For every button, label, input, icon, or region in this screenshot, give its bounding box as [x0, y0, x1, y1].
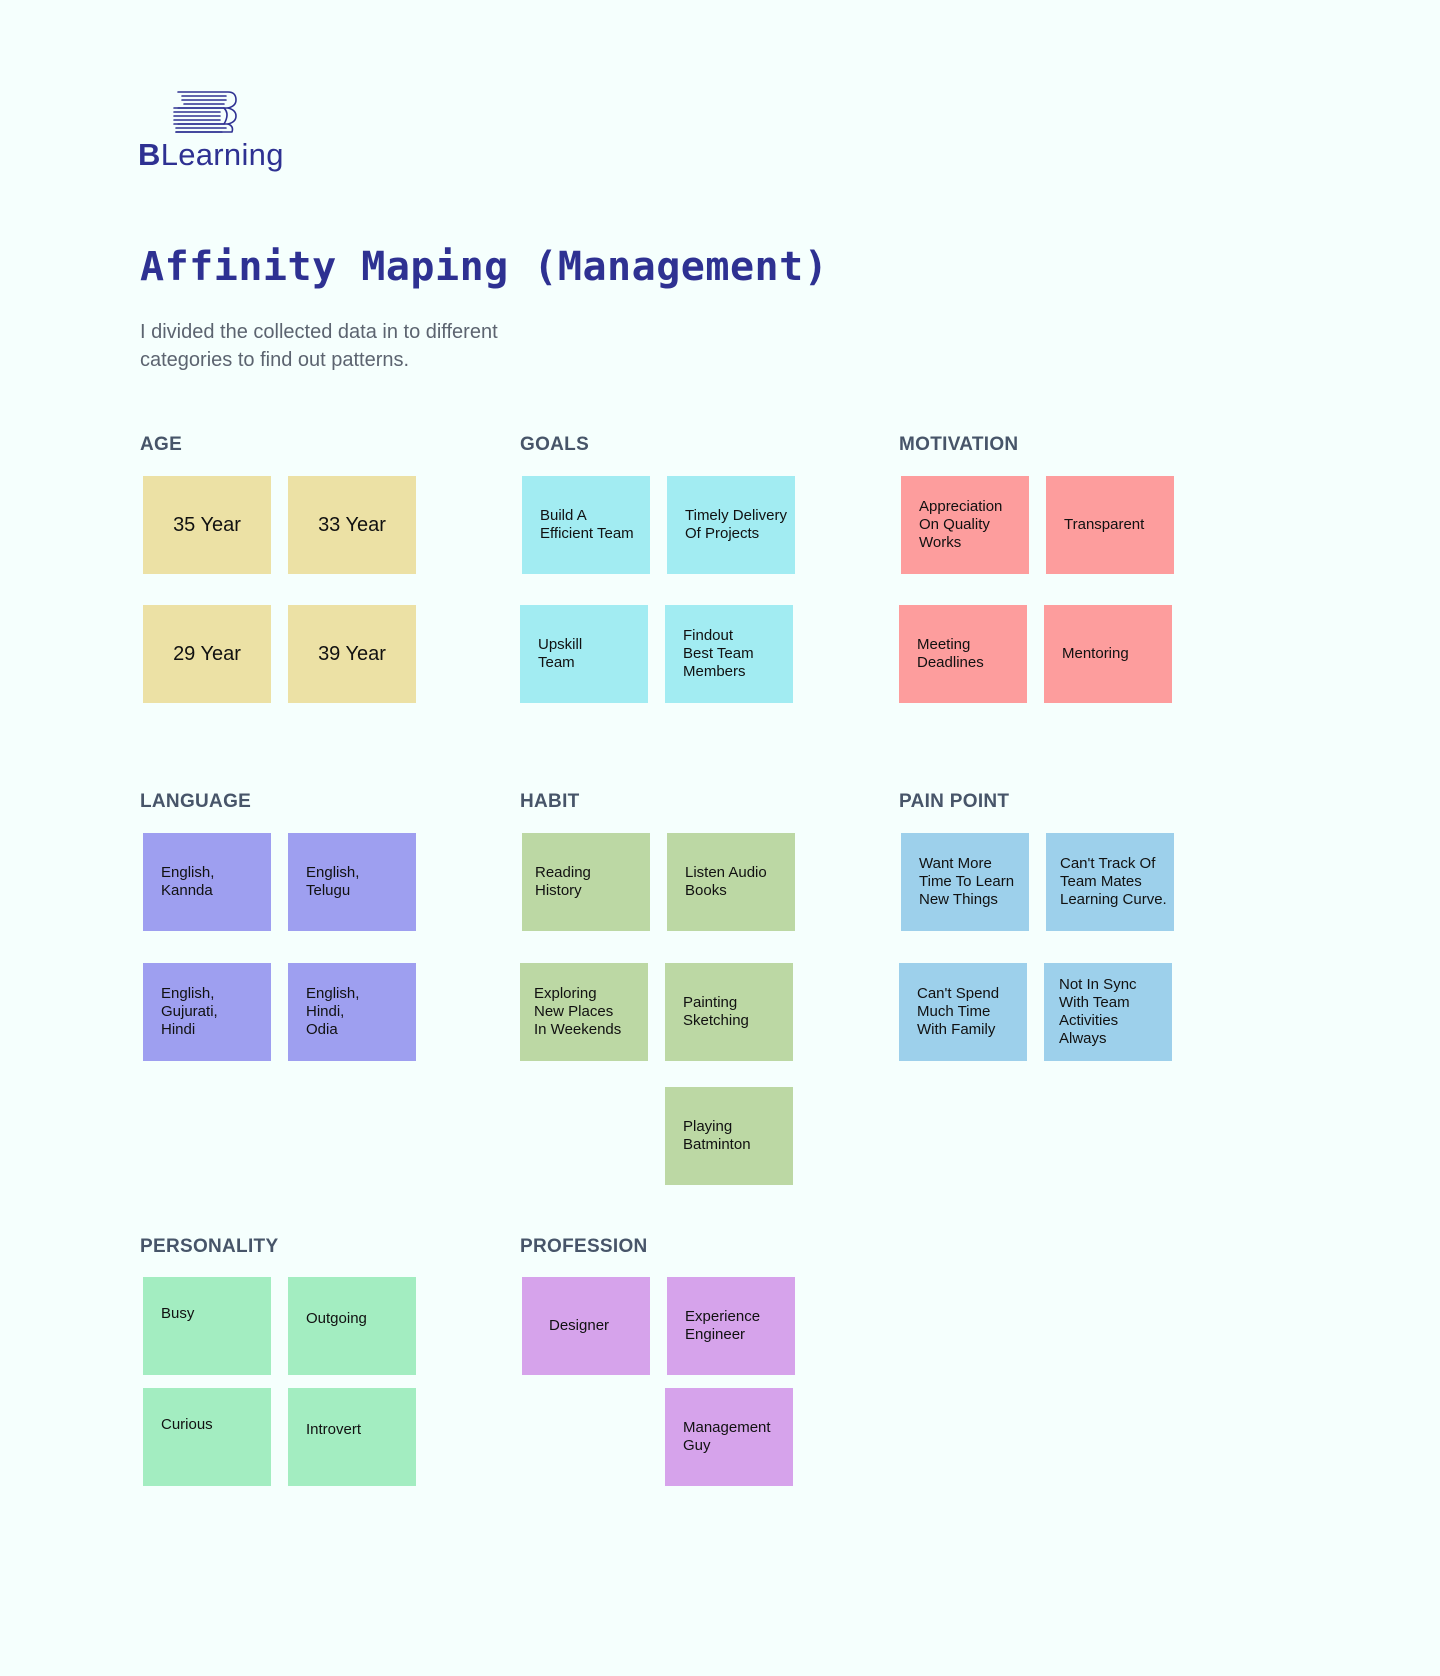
- sticky-note: Curious: [143, 1388, 271, 1486]
- category-title-goals: GOALS: [520, 434, 590, 455]
- sticky-note: Findout Best Team Members: [665, 605, 793, 703]
- page-subtitle: I divided the collected data in to diffe…: [140, 321, 498, 371]
- sticky-note: 33 Year: [288, 476, 416, 574]
- sticky-note: Timely Delivery Of Projects: [667, 476, 795, 574]
- sticky-note: English, Telugu: [288, 833, 416, 931]
- books-stack-icon: [173, 91, 237, 133]
- sticky-note: Want More Time To Learn New Things: [901, 833, 1029, 931]
- category-title-age: AGE: [140, 434, 183, 455]
- sticky-note: 39 Year: [288, 605, 416, 703]
- category-title-motivation: MOTIVATION: [899, 434, 1019, 455]
- sticky-note: Can't Track Of Team Mates Learning Curve…: [1046, 833, 1174, 931]
- sticky-note: Exploring New Places In Weekends: [520, 963, 648, 1061]
- sticky-note: Designer: [522, 1277, 650, 1375]
- sticky-note: English, Hindi, Odia: [288, 963, 416, 1061]
- logo-letter: B: [138, 137, 161, 172]
- sticky-note: Mentoring: [1044, 605, 1172, 703]
- sticky-note: Painting Sketching: [665, 963, 793, 1061]
- sticky-note: English, Gujurati, Hindi: [143, 963, 271, 1061]
- category-title-language: LANGUAGE: [140, 791, 252, 812]
- brand-logo: BLearning: [138, 137, 284, 173]
- sticky-note: Reading History: [522, 833, 650, 931]
- sticky-note: Busy: [143, 1277, 271, 1375]
- sticky-note: Build A Efficient Team: [522, 476, 650, 574]
- sticky-note: Listen Audio Books: [667, 833, 795, 931]
- category-title-personality: PERSONALITY: [140, 1236, 279, 1257]
- sticky-note: Meeting Deadlines: [899, 605, 1027, 703]
- sticky-note: Introvert: [288, 1388, 416, 1486]
- sticky-note: 29 Year: [143, 605, 271, 703]
- sticky-note: Outgoing: [288, 1277, 416, 1375]
- sticky-note: Transparent: [1046, 476, 1174, 574]
- category-title-profession: PROFESSION: [520, 1236, 648, 1257]
- sticky-note: Upskill Team: [520, 605, 648, 703]
- sticky-note: Appreciation On Quality Works: [901, 476, 1029, 574]
- sticky-note: Experience Engineer: [667, 1277, 795, 1375]
- sticky-note: 35 Year: [143, 476, 271, 574]
- page-title: Affinity Maping (Management): [140, 244, 829, 290]
- category-title-habit: HABIT: [520, 791, 580, 812]
- sticky-note: Can't Spend Much Time With Family: [899, 963, 1027, 1061]
- sticky-note: Not In Sync With Team Activities Always: [1044, 963, 1172, 1061]
- sticky-note: Management Guy: [665, 1388, 793, 1486]
- category-title-pain-point: PAIN POINT: [899, 791, 1010, 812]
- logo-word: Learning: [160, 137, 284, 172]
- sticky-note: Playing Batminton: [665, 1087, 793, 1185]
- sticky-note: English, Kannda: [143, 833, 271, 931]
